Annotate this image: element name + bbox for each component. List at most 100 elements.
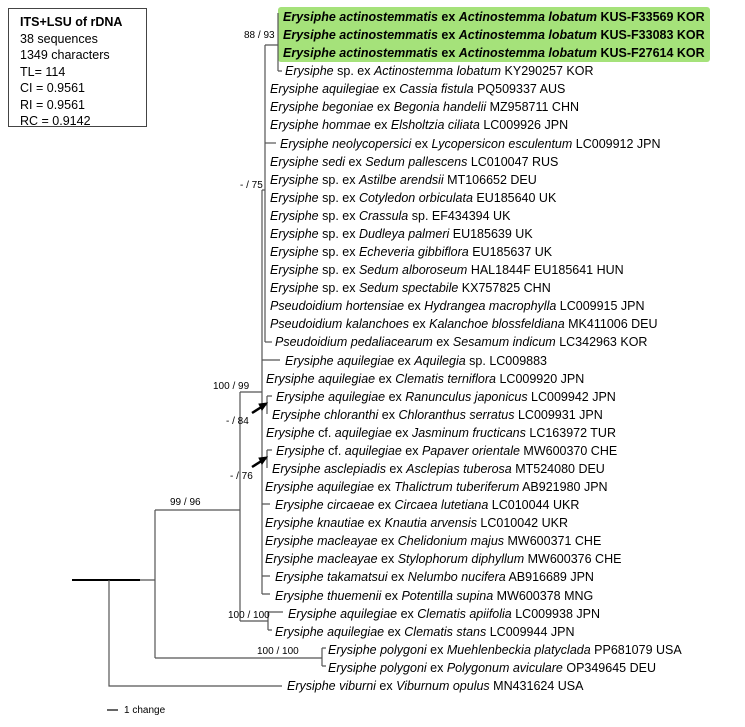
support-88-93: 88 / 93 xyxy=(244,30,275,41)
clade-polygoni xyxy=(155,647,326,667)
taxon-name-text: LC010047 RUS xyxy=(467,154,559,169)
support-100-100-polygoni: 100 / 100 xyxy=(257,646,299,657)
taxon-name-text: ex xyxy=(411,136,432,151)
taxon-name-italic: Erysiphe xyxy=(270,190,319,205)
taxon-name-text: ex xyxy=(370,118,391,133)
taxon-name-text: LC010044 UKR xyxy=(488,498,580,513)
taxon-name-italic: Erysiphe thuemenii xyxy=(275,588,382,603)
taxon-name-italic: Dudleya palmeri xyxy=(358,226,450,241)
taxon-name-text: MW600370 CHE xyxy=(519,443,618,458)
taxon-name-italic: Erysiphe sedi xyxy=(270,154,346,169)
legend-tree-length: TL= 114 xyxy=(20,64,66,79)
taxon-name-text: ex xyxy=(426,660,447,675)
taxon-name-italic: Erysiphe xyxy=(270,281,319,296)
arrow-84-head xyxy=(258,402,269,411)
taxon-label: Erysiphe actinostemmatis ex Actinostemma… xyxy=(283,46,705,60)
taxon-name-italic: Ranunculus japonicus xyxy=(405,389,528,404)
taxon-name-text: KUS-F33569 KOR xyxy=(597,10,705,24)
taxon-label: Erysiphe knautiae ex Knautia arvensis LC… xyxy=(265,516,568,530)
taxon-label: Erysiphe sp. ex Actinostemma lobatum KY2… xyxy=(285,64,594,78)
taxon-name-text: ex xyxy=(385,462,407,476)
taxon-name-italic: Pseudoidium hortensiae xyxy=(270,299,405,314)
taxon-name-text: ex xyxy=(377,534,398,549)
taxon-name-text: MW600371 CHE xyxy=(504,534,602,549)
taxon-name-italic: Thalictrum tuberiferum xyxy=(394,480,520,495)
taxon-name-italic: Erysiphe begoniae xyxy=(270,100,374,115)
taxon-name-italic: Erysiphe xyxy=(270,263,319,278)
taxon-label: Erysiphe hommae ex Elsholtzia ciliata LC… xyxy=(270,118,568,132)
taxon-label: Erysiphe aquilegiae ex Clematis apiifoli… xyxy=(288,607,600,621)
taxon-label: Erysiphe viburni ex Viburnum opulus MN43… xyxy=(287,679,584,693)
taxon-name-italic: Erysiphe xyxy=(270,172,319,187)
taxon-name-text: LC009931 JPN xyxy=(514,407,603,422)
taxon-name-text: LC163972 TUR xyxy=(525,425,616,440)
taxon-name-italic: Erysiphe xyxy=(266,425,315,440)
taxon-name-italic: Erysiphe neolycopersici xyxy=(280,136,412,151)
taxon-label: Erysiphe neolycopersici ex Lycopersicon … xyxy=(280,137,661,151)
taxon-name-text: MZ958711 CHN xyxy=(486,100,580,115)
taxon-label: Erysiphe takamatsui ex Nelumbo nucifera … xyxy=(275,570,594,584)
taxon-name-italic: Erysiphe aquilegiae xyxy=(270,82,380,97)
taxon-name-text: ex xyxy=(437,46,459,61)
taxon-name-text: ex xyxy=(426,642,447,657)
taxon-name-italic: Erysiphe xyxy=(276,443,325,458)
taxon-name-text: LC009944 JPN xyxy=(486,624,575,639)
taxon-name-italic: Polygonum aviculare xyxy=(446,660,563,675)
taxon-name-text: sp. EF434394 UK xyxy=(408,208,511,223)
taxon-name-italic: Knautia arvensis xyxy=(384,516,477,531)
taxon-name-text: MT106652 DEU xyxy=(443,172,537,187)
taxon-name-text: sp. ex xyxy=(318,190,359,205)
taxon-name-text: ex xyxy=(437,28,459,43)
taxon-label: Erysiphe macleayae ex Stylophorum diphyl… xyxy=(265,552,621,566)
taxon-name-text: MW600376 CHE xyxy=(524,552,622,567)
taxon-name-italic: Clematis terniflora xyxy=(395,371,496,386)
taxon-name-text: ex xyxy=(374,480,395,495)
taxon-name-italic: Lycopersicon esculentum xyxy=(431,136,573,151)
taxon-name-text: MN431624 USA xyxy=(489,679,584,693)
arrow-76-head xyxy=(258,456,269,465)
taxon-name-text: ex xyxy=(378,407,399,422)
taxon-label: Erysiphe actinostemmatis ex Actinostemma… xyxy=(283,10,705,24)
taxon-name-italic: Sedum spectabile xyxy=(358,281,459,296)
branch-viburni xyxy=(108,580,282,687)
taxon-name-italic: Potentilla supina xyxy=(401,588,494,603)
taxon-label: Erysiphe sp. ex Sedum alboroseum HAL1844… xyxy=(270,263,624,277)
taxon-name-italic: Chelidonium majus xyxy=(397,534,505,549)
taxon-name-italic: Erysiphe xyxy=(285,64,334,79)
taxon-name-italic: Erysiphe actinostemmatis xyxy=(283,46,438,61)
taxon-name-text: ex xyxy=(404,299,425,314)
node-75 xyxy=(262,45,266,342)
taxon-label: Erysiphe aquilegiae ex Ranunculus japoni… xyxy=(276,390,616,404)
taxon-name-italic: Elsholtzia ciliata xyxy=(390,118,480,133)
taxon-label: Erysiphe sp. ex Crassula sp. EF434394 UK xyxy=(270,209,510,223)
taxon-label: Erysiphe asclepiadis ex Asclepias tubero… xyxy=(272,462,605,476)
taxon-name-italic: Erysiphe aquilegiae xyxy=(275,624,385,639)
taxon-label: Erysiphe macleayae ex Chelidonium majus … xyxy=(265,534,601,548)
taxon-name-italic: Erysiphe viburni xyxy=(287,679,376,693)
taxon-name-italic: Muehlenbeckia platyclada xyxy=(446,642,591,657)
taxon-name-text: ex xyxy=(397,606,418,621)
taxon-name-text: HAL1844F EU185641 HUN xyxy=(467,263,624,278)
taxon-name-italic: Erysiphe aquilegiae xyxy=(266,371,376,386)
taxon-name-italic: Aquilegia xyxy=(414,353,466,368)
support-84: - / 84 xyxy=(226,416,249,427)
taxon-name-text: LC009938 JPN xyxy=(511,606,601,621)
taxon-name-text: sp. ex xyxy=(318,281,359,296)
support-76: - / 76 xyxy=(230,471,253,482)
support-100-100-clematis: 100 / 100 xyxy=(228,610,270,621)
taxon-name-italic: Crassula xyxy=(358,208,409,223)
taxon-name-italic: Cassia fistula xyxy=(399,82,474,97)
clade-clematis xyxy=(240,611,283,631)
taxon-name-italic: Erysiphe aquilegiae xyxy=(265,480,375,495)
tree-legend-box: ITS+LSU of rDNA 38 sequences 1349 charac… xyxy=(8,8,147,128)
taxon-name-text: LC010042 UKR xyxy=(476,516,568,531)
taxon-name-italic: Erysiphe macleayae xyxy=(265,552,378,567)
taxon-name-italic: Actinostemma lobatum xyxy=(373,64,502,79)
legend-characters: 1349 characters xyxy=(20,48,110,62)
taxon-name-text: ex xyxy=(377,552,398,567)
taxon-name-italic: Nelumbo nucifera xyxy=(407,570,506,585)
taxon-name-text: KX757825 CHN xyxy=(458,281,551,296)
legend-rc: RC = 0.9142 xyxy=(20,114,91,128)
taxon-name-italic: Erysiphe circaeae xyxy=(275,498,375,513)
